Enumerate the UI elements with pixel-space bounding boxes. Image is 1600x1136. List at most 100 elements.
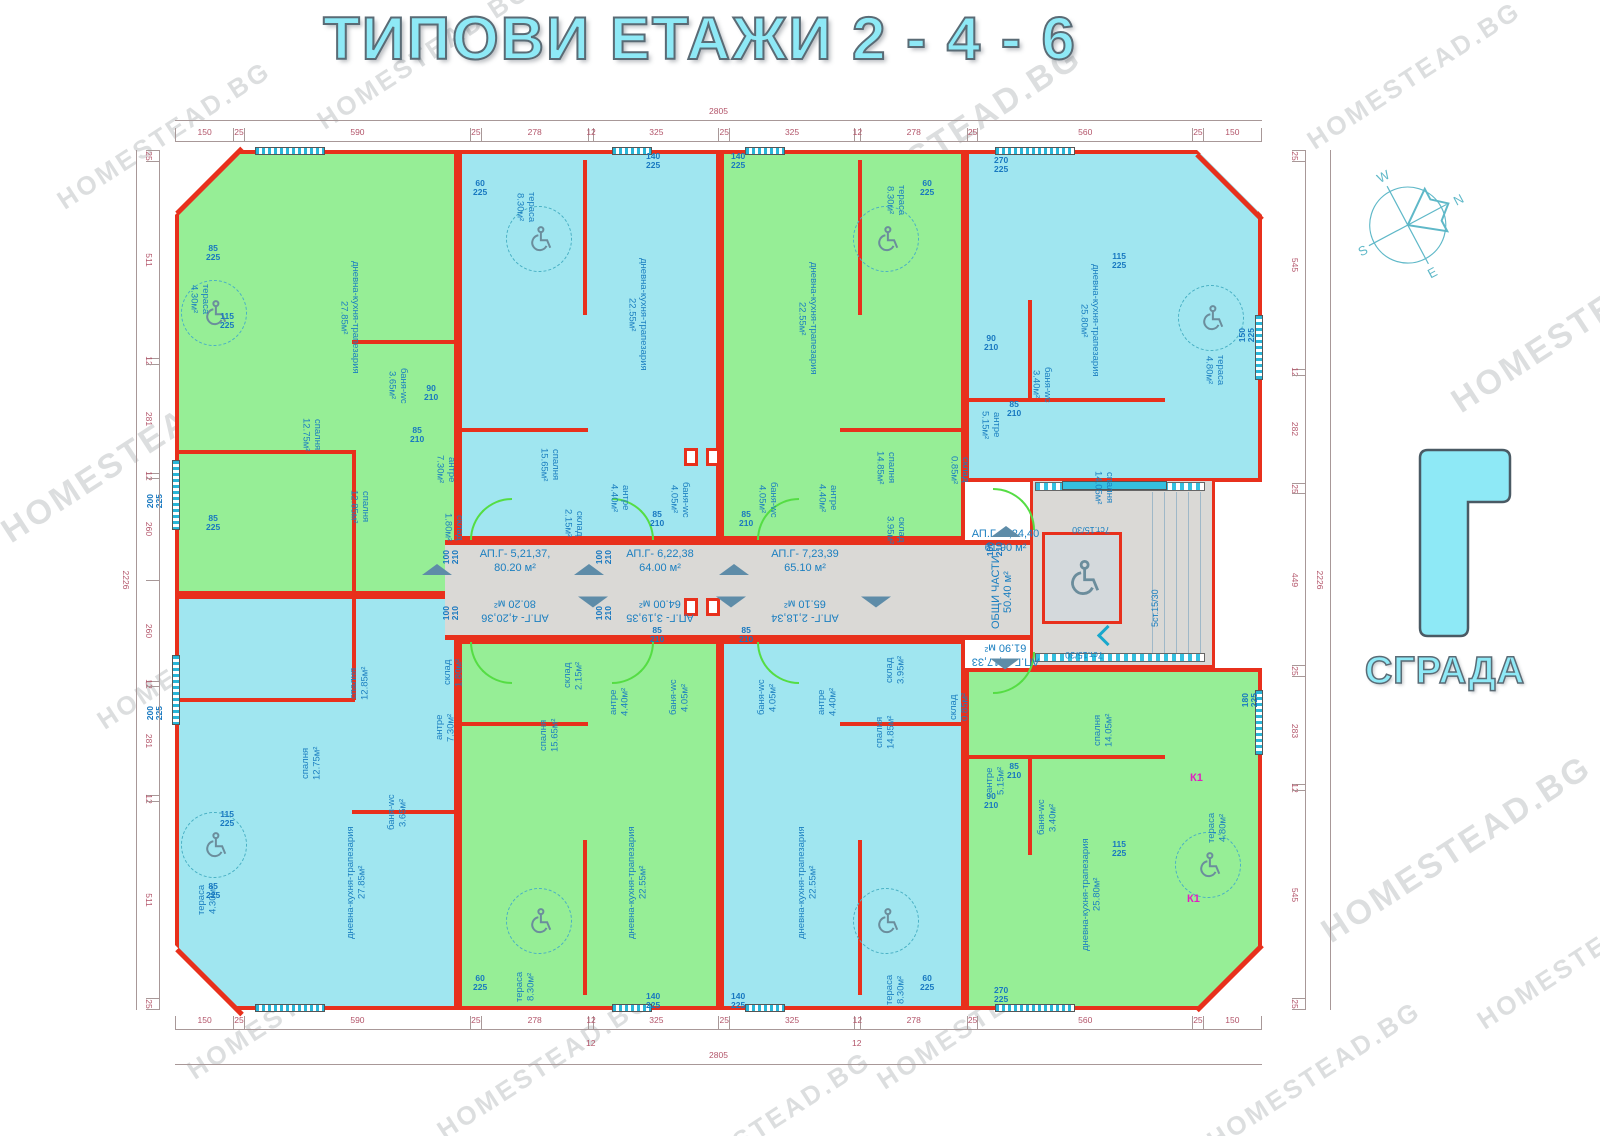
- dimension-segment: 12: [1290, 783, 1305, 793]
- apartment-label: АП.Г- 5,21,37,80.20 м²: [422, 548, 590, 576]
- room-label: склад 0.85м²: [948, 455, 971, 485]
- opening-size: 85 210: [1007, 399, 1022, 418]
- room-label: склад 3.95м²: [884, 515, 907, 545]
- dimension-segment: 25: [719, 127, 730, 141]
- apartment-5-block: [175, 150, 458, 595]
- interior-wall: [965, 755, 1165, 759]
- interior-wall: [352, 450, 356, 595]
- dimension-segment: 12: [1290, 368, 1305, 377]
- opening-size: 85 225: [206, 513, 221, 532]
- dimension-segment: 560: [978, 1015, 1194, 1029]
- dimension-segment: 25: [1290, 665, 1305, 676]
- dimension-segment: 282: [1290, 374, 1305, 483]
- turning-circle-wheelchair-icon: [853, 888, 919, 954]
- opening-size: 140 225: [731, 991, 746, 1010]
- room-label: склад 2.15м²: [562, 509, 585, 538]
- compass-icon: W N S E: [1355, 167, 1466, 282]
- apartment-7-block: [720, 150, 965, 540]
- interior-wall: [583, 160, 587, 315]
- dimension-segment: 278: [482, 127, 589, 141]
- opening-size: 100 210: [594, 550, 613, 565]
- interior-wall: [1028, 755, 1032, 855]
- room-label: спалня 14.05м²: [1092, 471, 1115, 505]
- turning-circle-wheelchair-icon: [506, 888, 572, 954]
- window: [172, 460, 180, 530]
- opening-size: 60 225: [473, 178, 488, 197]
- dimension-sub: 12: [586, 1038, 596, 1048]
- dimension-segment: 545: [1290, 790, 1305, 998]
- dimension-segment: 278: [482, 1015, 589, 1029]
- dimension-segment: 25: [968, 127, 979, 141]
- dimension-total-left: 2226: [121, 150, 137, 1010]
- window: [1255, 690, 1263, 755]
- direction-arrow-icon: [990, 658, 1020, 682]
- room-label: тераса 4.80м²: [1206, 812, 1229, 844]
- opening-size: 60 225: [920, 178, 935, 197]
- dimension-segment: 281: [144, 363, 159, 473]
- room-label: баня-wc 3.65м²: [386, 367, 409, 404]
- room-label: баня-wc 4.05м²: [668, 679, 691, 716]
- svg-text:W: W: [1374, 167, 1393, 186]
- window: [995, 1004, 1075, 1012]
- dimension-segment: 12: [586, 127, 596, 141]
- apartment-2-block: [720, 640, 965, 1010]
- dimension-segment: 25: [1290, 998, 1305, 1010]
- vent-shaft: [684, 598, 698, 616]
- core-window: [1062, 481, 1167, 490]
- opening-size: 180 225: [1240, 693, 1259, 708]
- room-label: спалня 15.65м²: [538, 718, 561, 752]
- interior-wall: [840, 722, 965, 726]
- opening-size: 90 210: [424, 383, 439, 402]
- dimension-segment: 25: [471, 127, 482, 141]
- opening-size: 85 210: [650, 509, 665, 528]
- dimension-segment: 511: [144, 800, 159, 999]
- interior-wall: [1028, 300, 1032, 400]
- room-label: склад 1.80м²: [442, 513, 465, 542]
- dimension-segment: 12: [853, 1015, 862, 1029]
- interior-wall: [352, 555, 356, 700]
- room-label: тераса 8.30м²: [884, 974, 907, 1006]
- room-label: антре 4.40м²: [816, 687, 839, 717]
- turning-circle-wheelchair-icon: [181, 280, 247, 346]
- vent-shaft: [684, 448, 698, 466]
- dimension-segment: 325: [594, 127, 720, 141]
- room-label: спалня 12.85м²: [348, 490, 371, 524]
- window: [255, 1004, 325, 1012]
- dimension-segment: 283: [1290, 675, 1305, 785]
- dimension-segment: 12: [144, 679, 159, 689]
- dimension-segment: 25: [234, 1015, 245, 1029]
- dimension-segment: 25: [1193, 127, 1204, 141]
- room-label: дневна-кухня-трапезария 22.55м²: [626, 826, 649, 939]
- opening-size: 85 210: [1007, 761, 1022, 780]
- apartment-4-block: [175, 595, 458, 1010]
- room-label: спалня 14.85м²: [874, 715, 897, 750]
- core-wall-hatch: [1035, 653, 1205, 662]
- dimension-segment: 545: [1290, 160, 1305, 369]
- room-label: антре 4.40м²: [816, 483, 839, 513]
- room-label: антре 4.40м²: [608, 687, 631, 717]
- dimension-segment: 150: [1204, 1015, 1262, 1029]
- opening-size: 115 225: [1112, 839, 1127, 858]
- building-name: СГРАДА: [1364, 649, 1526, 693]
- room-label: спалня 15.65м²: [538, 448, 561, 482]
- opening-size: 270 225: [994, 155, 1009, 174]
- opening-size: 90 210: [984, 333, 999, 352]
- vent-shaft: [706, 448, 720, 466]
- opening-size: 85 210: [739, 509, 754, 528]
- opening-size: 140 225: [646, 151, 661, 170]
- common-areas-label: ОБЩИ ЧАСТИ 50.40 м²: [990, 555, 1014, 629]
- window: [995, 147, 1075, 155]
- opening-size: 90 210: [984, 791, 999, 810]
- dimension-segment: 25: [968, 1015, 979, 1029]
- room-label: тераса 8.30м²: [884, 184, 907, 216]
- dimension-segment: 560: [978, 127, 1194, 141]
- opening-size: 85 210: [650, 625, 665, 644]
- vent-shaft: [706, 598, 720, 616]
- dimension-segment: 25: [1193, 1015, 1204, 1029]
- dimension-segment: 150: [175, 1015, 235, 1029]
